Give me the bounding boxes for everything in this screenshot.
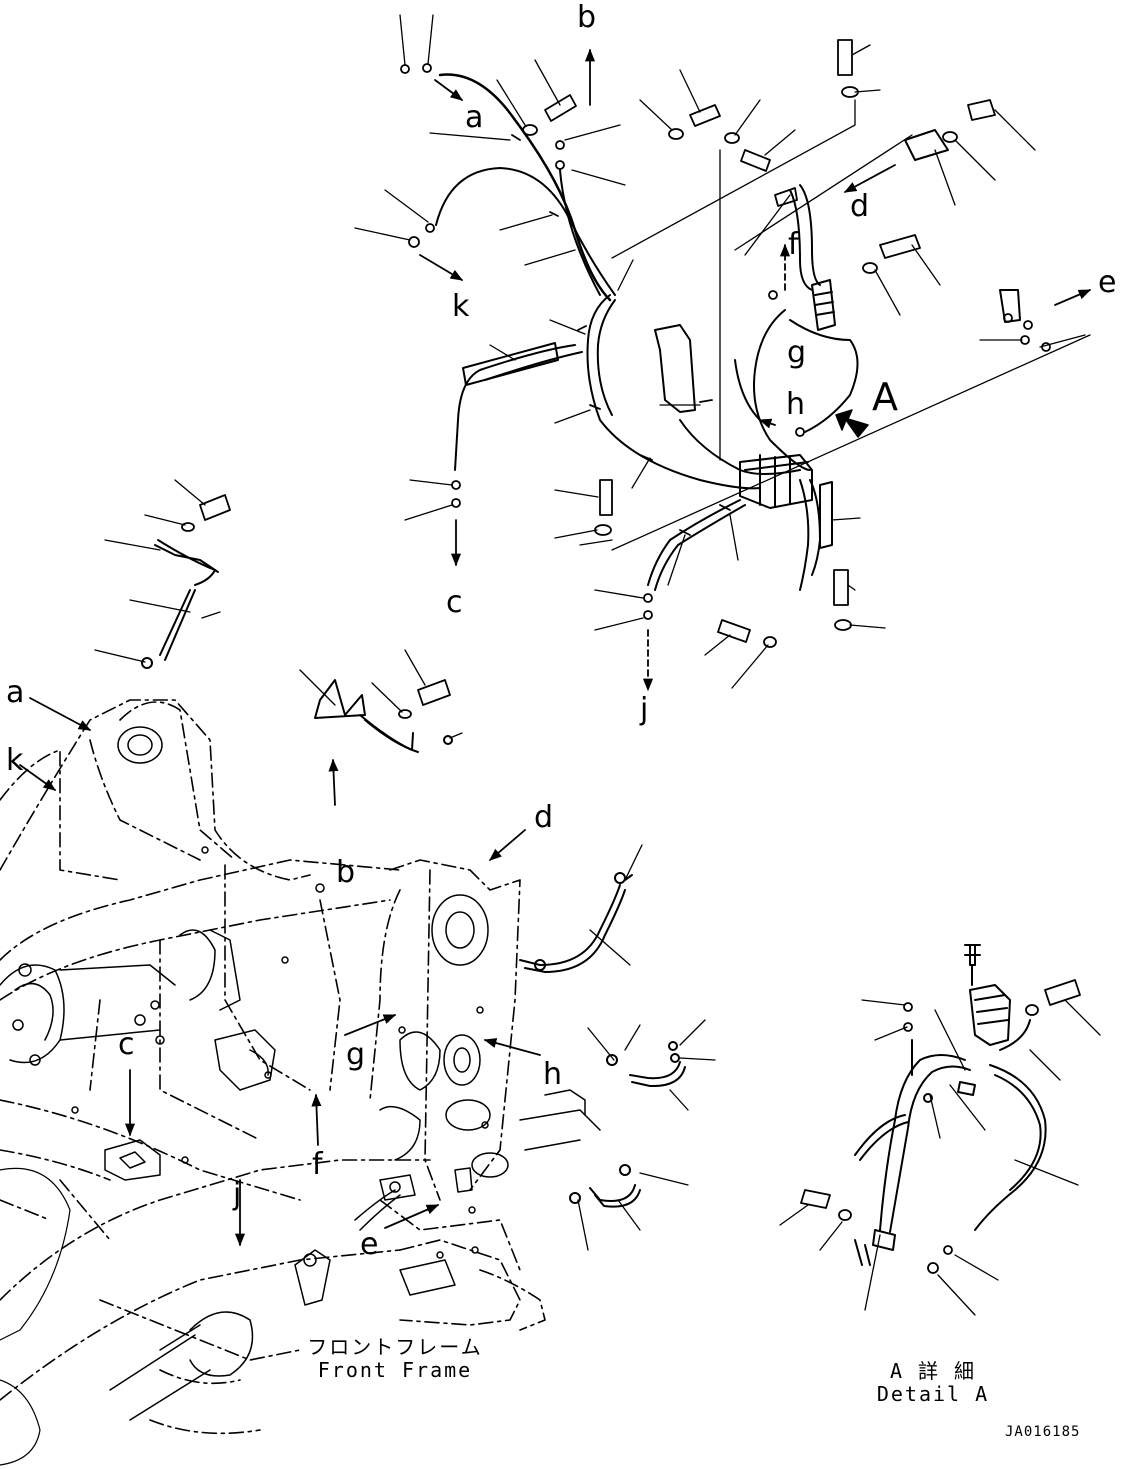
label-j-frame: j: [233, 1177, 242, 1212]
label-c-frame: c: [118, 1027, 135, 1062]
front-frame-details: [0, 726, 601, 1466]
label-g-top: g: [787, 335, 807, 370]
front-frame-caption: フロントフレーム Front Frame: [300, 1336, 490, 1382]
label-k-frame: k: [6, 743, 24, 778]
detail-a-caption-jp: A 詳 細: [889, 1359, 977, 1383]
label-view-A: A: [872, 375, 898, 419]
washers: [181, 86, 1039, 1221]
label-f-frame: f: [312, 1147, 323, 1182]
detail-a-caption-en: Detail A: [876, 1382, 990, 1406]
label-e-top: e: [1098, 265, 1117, 300]
label-d-top: d: [850, 189, 870, 224]
front-frame-phantom: [0, 699, 546, 1435]
tube-assemblies: [141, 539, 686, 1208]
fittings: [400, 63, 1051, 1274]
label-c-top: c: [446, 585, 463, 620]
front-frame-caption-jp: フロントフレーム: [307, 1335, 483, 1359]
front-frame-caption-en: Front Frame: [317, 1358, 473, 1382]
label-d-frame: d: [534, 800, 554, 835]
label-b-top: b: [577, 0, 597, 35]
leader-lines: [94, 14, 1101, 1316]
label-a-top: a: [465, 100, 484, 135]
detail-a-caption: A 詳 細 Detail A: [868, 1360, 998, 1406]
upper-harness-assembly: [181, 39, 1091, 1274]
direction-arrows: [19, 48, 1092, 1247]
label-k-top: k: [452, 289, 470, 324]
detail-a-drawing: [854, 944, 1047, 1266]
label-h-frame: h: [543, 1057, 563, 1092]
label-g-frame: g: [346, 1037, 366, 1072]
label-f-top: f: [788, 227, 799, 262]
label-b-frame: b: [336, 855, 356, 890]
label-e-frame: e: [360, 1227, 379, 1262]
drawing-code: JA016185: [1005, 1424, 1081, 1440]
label-a-frame: a: [6, 675, 25, 710]
label-h-top: h: [786, 387, 806, 422]
bolts: [199, 39, 1081, 1209]
label-j-top: j: [640, 692, 649, 727]
clamps: [511, 134, 798, 536]
